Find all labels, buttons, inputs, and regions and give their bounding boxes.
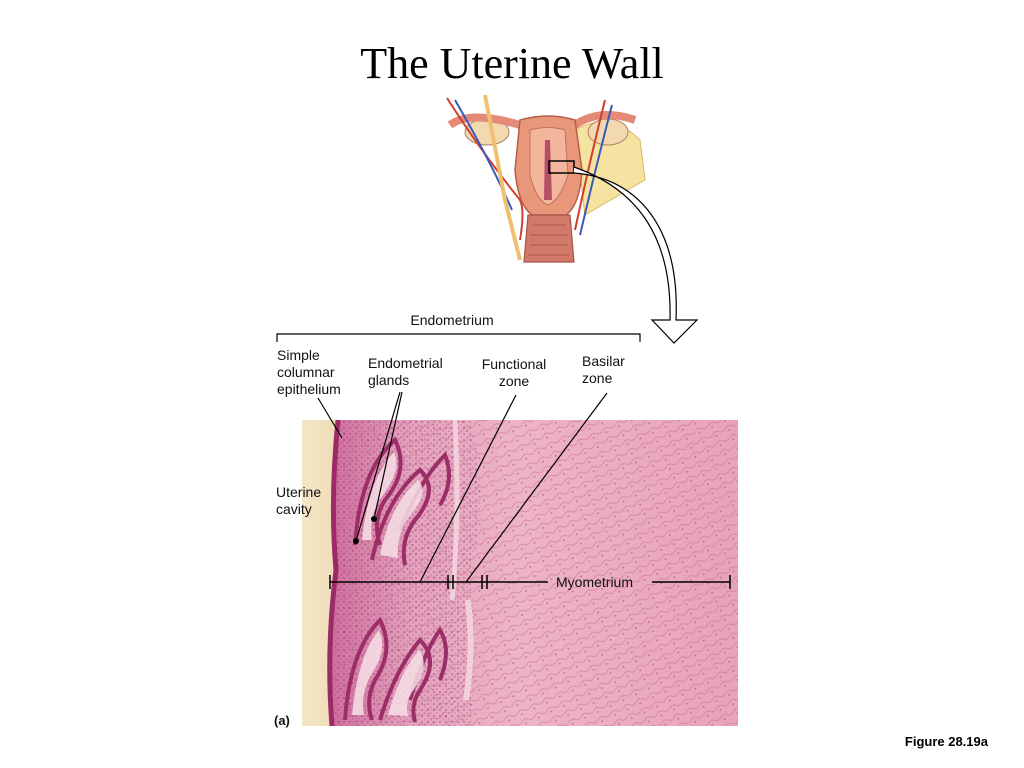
- page-title: The Uterine Wall: [360, 39, 664, 88]
- simple-columnar-epithelium-label: Simple columnar epithelium: [277, 347, 341, 397]
- panel-label: (a): [274, 713, 290, 728]
- histology-micrograph: [302, 419, 738, 727]
- zone-scale-bar: [329, 575, 731, 589]
- endometrium-brace: [276, 333, 641, 342]
- basilar-zone-label: Basilar zone: [582, 353, 625, 386]
- uterus-illustration: [446, 94, 646, 263]
- functional-zone-label: Functional zone: [481, 356, 547, 389]
- myometrium-label: Myometrium: [556, 574, 634, 590]
- uterine-cavity-label: Uterine cavity: [276, 484, 322, 517]
- endometrium-label: Endometrium: [410, 312, 494, 328]
- figure-caption: Figure 28.19a: [904, 734, 988, 749]
- zoom-arrow: [573, 166, 699, 344]
- leader-lines: [317, 391, 608, 583]
- endometrial-glands-label: Endometrial glands: [368, 355, 443, 388]
